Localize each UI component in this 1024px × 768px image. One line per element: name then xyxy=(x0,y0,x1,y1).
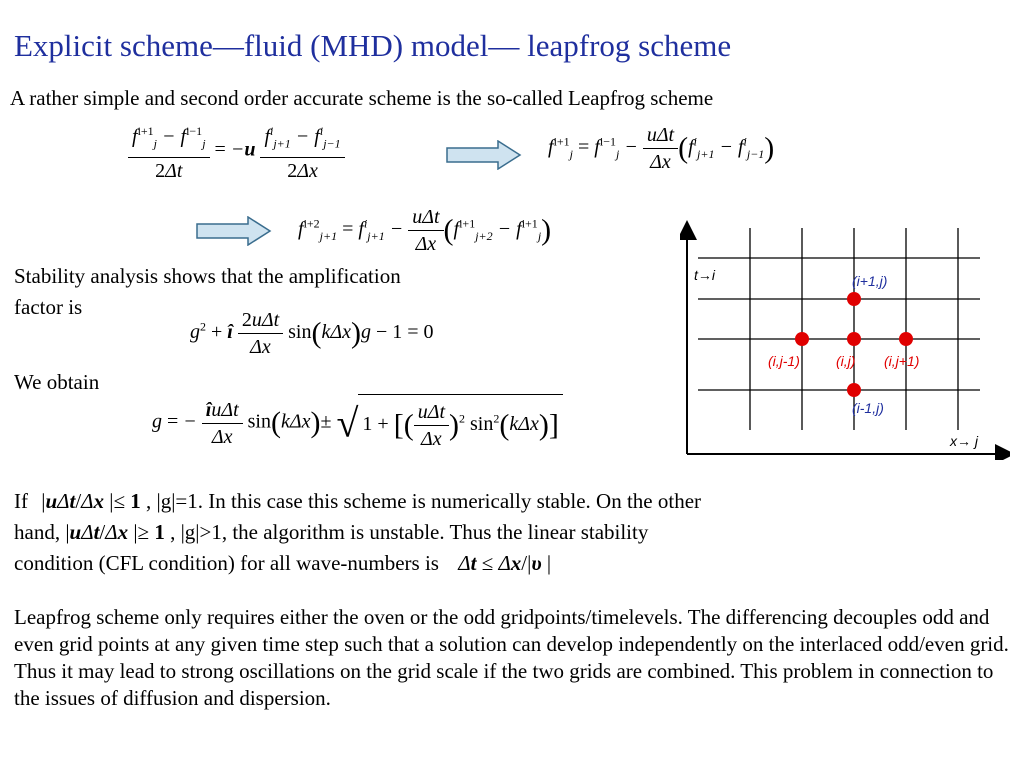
stability-text-part3: condition (CFL condition) for all wave-n… xyxy=(14,551,439,575)
grid-point-right xyxy=(899,332,913,346)
label-bottom: (i-1,j) xyxy=(852,400,884,416)
we-obtain-text: We obtain xyxy=(14,370,100,394)
if-word: If xyxy=(14,489,28,513)
intro-text: A rather simple and second order accurat… xyxy=(10,86,714,110)
label-right: (i,j+1) xyxy=(884,353,919,369)
arrow-right-icon xyxy=(446,140,522,170)
grid-point-bottom xyxy=(847,383,861,397)
hand-word: hand, xyxy=(14,520,61,544)
cfl-condition-stable: |uΔt/Δx |≤ 1 xyxy=(41,489,141,513)
grid-point-center xyxy=(847,332,861,346)
grid-point-top xyxy=(847,292,861,306)
leapfrog-paragraph: Leapfrog scheme only requires either the… xyxy=(14,605,1009,710)
grid-point-left xyxy=(795,332,809,346)
grid-diagram: t→i x→ j (i+1,j) (i,j-1) (i,j) (i,j+1) (… xyxy=(680,220,1010,460)
stability-text-line1: Stability analysis shows that the amplif… xyxy=(14,264,401,288)
stability-paragraph: If |uΔt/Δx |≤ 1 , |g|=1. In this case th… xyxy=(14,488,1010,581)
label-center: (i,j) xyxy=(836,353,855,369)
arrow-right-icon xyxy=(196,216,272,246)
label-left: (i,j-1) xyxy=(768,353,800,369)
label-top: (i+1,j) xyxy=(852,273,887,289)
stability-text-part1: , |g|=1. In this case this scheme is num… xyxy=(145,489,702,513)
cfl-condition: Δt ≤ Δx/|υ | xyxy=(458,551,552,575)
t-axis-label: t→i xyxy=(694,267,716,283)
stability-text-part2: , |g|>1, the algorithm is unstable. Thus… xyxy=(170,520,649,544)
page-title: Explicit scheme—fluid (MHD) model— leapf… xyxy=(14,28,732,63)
cfl-condition-unstable: |uΔt/Δx |≥ 1 xyxy=(65,520,165,544)
x-axis-label: x→ j xyxy=(949,433,979,449)
stability-text-line2: factor is xyxy=(14,295,83,319)
